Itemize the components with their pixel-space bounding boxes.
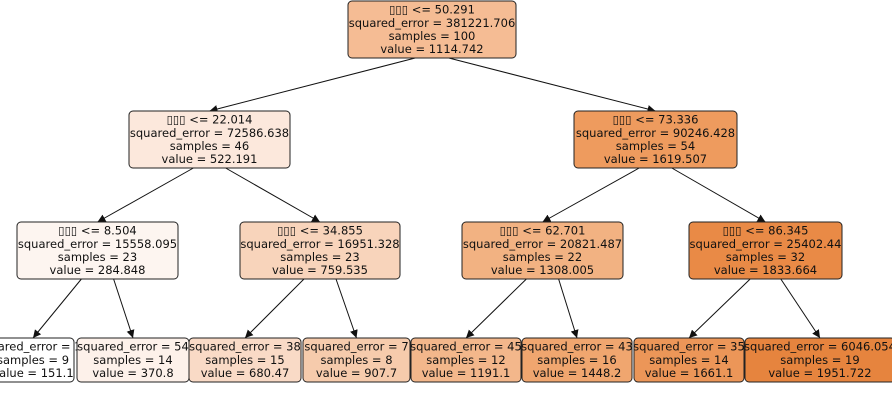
tree-edge-n6-n13 [688, 278, 751, 339]
tree-node-line: squared_error = 15558.095 [18, 237, 177, 251]
tree-node-line: value = 1114.742 [380, 42, 483, 56]
tree-node-line: squared_error = 7 [304, 340, 408, 354]
tree-node-line: samples = 8 [320, 353, 392, 367]
tree-edge-n5-n12 [558, 278, 579, 339]
tree-node-line: squared_error = 54 [77, 340, 189, 354]
tree-node-line: squared_error = 25402.44 [690, 237, 842, 251]
tree-edge-n1-n3 [97, 167, 194, 223]
tree-edge-n6-n14 [780, 278, 821, 339]
tree-node-line: squared_error = 20821.487 [463, 237, 622, 251]
tree-node-line: samples = 14 [649, 353, 728, 367]
tree-node-line: value = 151.1 [0, 366, 74, 380]
tree-node-line: samples = 14 [93, 353, 172, 367]
tree-node-line: value = 1448.2 [533, 366, 622, 380]
tree-node-line: value = 1191.1 [422, 366, 511, 380]
tree-node-box [239, 221, 401, 280]
tree-node-line: samples = 9 [0, 353, 69, 367]
tree-edges [32, 57, 821, 339]
tree-node-line: samples = 32 [726, 250, 805, 264]
tree-node-line: value = 1619.507 [604, 152, 707, 166]
tree-node-line: value = 907.7 [316, 366, 397, 380]
tree-node-line: value = 1661.1 [645, 366, 734, 380]
tree-node-line: ▯▯▯ <= 50.291 [389, 3, 475, 17]
tree-node-line: samples = 100 [389, 29, 476, 43]
tree-node-line: ▯▯▯ <= 73.336 [613, 113, 699, 127]
tree-node-line: samples = 16 [537, 353, 616, 367]
tree-node-line: samples = 54 [616, 139, 695, 153]
tree-node-box [688, 221, 843, 280]
tree-node-line: samples = 23 [58, 250, 137, 264]
tree-node-line: value = 1951.722 [768, 366, 871, 380]
tree-node-line: squared_error = 16951.328 [240, 237, 399, 251]
tree-edge-n1-n4 [225, 167, 321, 223]
tree-node-line: samples = 15 [205, 353, 284, 367]
tree-node-line: squared_error = 38 [189, 340, 301, 354]
tree-node-line: squared_error = 72586.638 [130, 126, 289, 140]
tree-edge-n3-n7 [32, 278, 82, 339]
tree-node-line: value = 1833.664 [714, 263, 817, 277]
tree-node-line: squared_error = 90246.428 [576, 126, 735, 140]
tree-edge-n5-n11 [465, 278, 527, 339]
tree-node-line: value = 522.191 [162, 152, 258, 166]
tree-node-line: value = 284.848 [50, 263, 146, 277]
tree-node-line: samples = 22 [503, 250, 582, 264]
tree-node-line: value = 680.47 [201, 366, 290, 380]
tree-node-line: value = 1308.005 [491, 263, 594, 277]
tree-edge-n3-n8 [113, 278, 135, 339]
tree-node-box [128, 110, 291, 169]
tree-node-box [521, 337, 633, 383]
tree-edge-n2-n5 [542, 167, 640, 223]
tree-node-box [347, 0, 517, 59]
tree-edge-n2-n6 [671, 167, 766, 223]
tree-node-line: ▯▯▯ <= 22.014 [167, 113, 253, 127]
tree-edge-n4-n9 [244, 278, 305, 339]
tree-node-box [573, 110, 738, 169]
tree-node-line: value = 759.535 [272, 263, 368, 277]
tree-edge-n4-n10 [335, 278, 358, 339]
tree-node-line: squared_error = 381221.706 [349, 16, 516, 30]
tree-node-box [16, 221, 179, 280]
tree-node-line: squared_error = 35 [633, 340, 745, 354]
tree-node-box [0, 337, 75, 383]
tree-node-box [302, 337, 411, 383]
tree-node-box [633, 337, 745, 383]
tree-node-line: value = 370.8 [92, 366, 173, 380]
tree-node-line: ▯▯▯ <= 8.504 [58, 224, 137, 238]
tree-node-line: ▯▯▯ <= 62.701 [500, 224, 586, 238]
tree-edge-n0-n1 [209, 57, 416, 113]
tree-node-line: samples = 23 [280, 250, 359, 264]
tree-node-box [188, 337, 302, 383]
tree-node-line: samples = 12 [426, 353, 505, 367]
tree-node-line: ▯▯▯ <= 34.855 [277, 224, 363, 238]
tree-node-box [461, 221, 624, 280]
tree-node-line: samples = 46 [170, 139, 249, 153]
tree-node-line: squared_error = 6046.054 [744, 340, 892, 354]
tree-node-line: squared_error = 43 [521, 340, 633, 354]
tree-node-line: squared_error = 18 [0, 340, 89, 354]
tree-edge-n0-n2 [448, 57, 656, 113]
tree-node-line: squared_error = 45 [410, 340, 522, 354]
tree-node-box [744, 337, 892, 383]
tree-node-line: ▯▯▯ <= 86.345 [723, 224, 809, 238]
tree-node-line: samples = 19 [780, 353, 859, 367]
tree-node-box [410, 337, 522, 383]
